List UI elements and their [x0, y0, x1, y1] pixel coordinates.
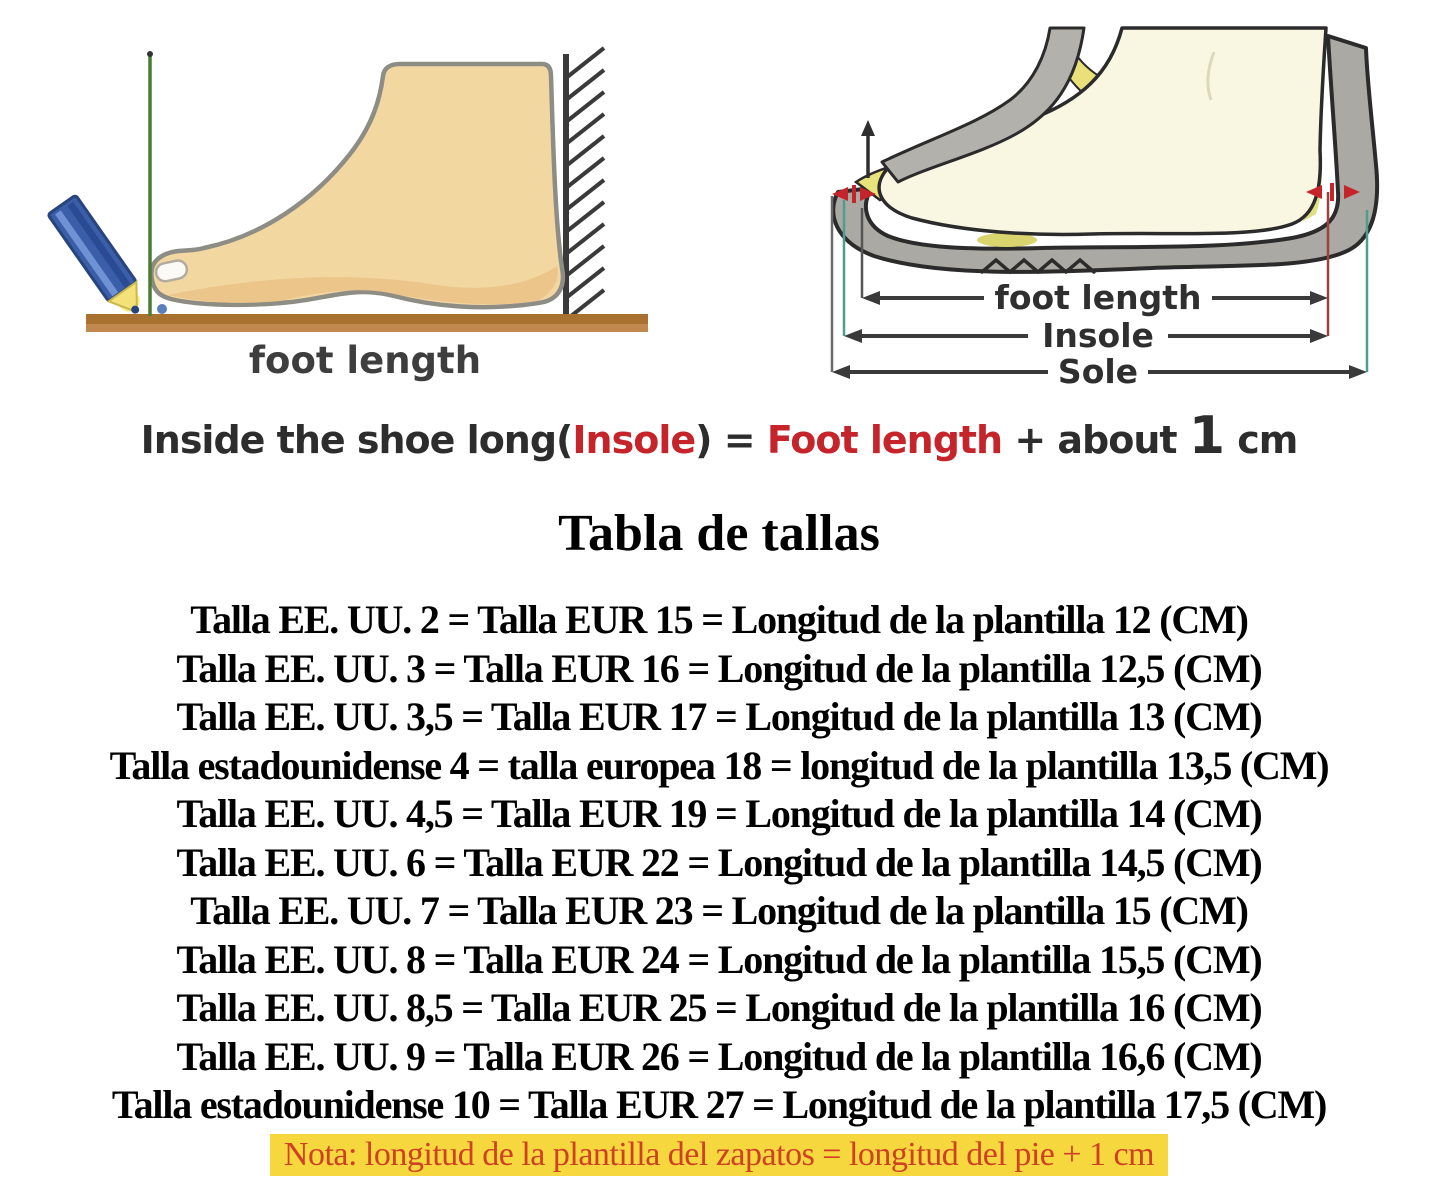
guide-line-tip: [147, 51, 153, 57]
foot-shape: [149, 61, 566, 310]
shoe-insole-label: Insole: [1042, 316, 1154, 355]
measure-rows: [832, 291, 1367, 379]
shoe-cross-section-diagram: foot length Insole Sole: [830, 26, 1380, 391]
size-table: Talla EE. UU. 2 = Talla EUR 15 = Longitu…: [0, 596, 1438, 1130]
size-row: Talla EE. UU. 8,5 = Talla EUR 25 = Longi…: [176, 985, 1262, 1030]
instep-band: [880, 26, 1086, 184]
toe-measure-marks: [832, 185, 876, 203]
size-row: Talla EE. UU. 3,5 = Talla EUR 17 = Longi…: [176, 694, 1262, 739]
size-row: Talla EE. UU. 6 = Talla EUR 22 = Longitu…: [176, 839, 1262, 885]
floor: [86, 314, 648, 332]
size-row: Talla EE. UU. 8 = Talla EUR 24 = Longitu…: [176, 936, 1262, 982]
shoe-foot-length-label: foot length: [994, 278, 1201, 317]
size-row: Talla EE. UU. 3 = Talla EUR 16 = Longitu…: [176, 645, 1262, 691]
shoe-sole-label: Sole: [1058, 352, 1138, 391]
note-row: Nota: longitud de la plantilla del zapat…: [0, 1133, 1438, 1176]
ankle-crease: [1206, 51, 1216, 101]
toenail: [154, 259, 189, 283]
formula-equals: ) =: [695, 418, 767, 462]
insole-formula-line: Inside the shoe long(Insole) = Foot leng…: [0, 408, 1438, 468]
formula-plus-about: + about: [1002, 418, 1189, 462]
size-row: Talla estadounidense 10 = Talla EUR 27 =…: [111, 1082, 1328, 1127]
insole-midfoot: [977, 233, 1037, 247]
size-row: Talla EE. UU. 2 = Talla EUR 15 = Longitu…: [190, 597, 1249, 642]
formula-prefix: Inside the shoe long(: [140, 418, 574, 462]
wall-hatch: [564, 46, 606, 322]
shoe-sole-shape: [831, 34, 1380, 274]
pencil-icon: [47, 194, 140, 314]
formula-insole: Insole: [572, 418, 696, 462]
measure-foot-diagram: foot length: [47, 46, 648, 382]
size-row: Talla EE. UU. 4,5 = Talla EUR 19 = Longi…: [176, 791, 1262, 836]
formula-cm: cm: [1225, 418, 1298, 462]
foot-in-shoe-shape: [877, 26, 1328, 237]
sole-tread-zigzag: [980, 257, 1096, 275]
toe-up-arrow: [861, 120, 875, 178]
size-row: Talla estadounidense 4 = talla europea 1…: [109, 742, 1330, 788]
size-row: Talla EE. UU. 9 = Talla EUR 26 = Longitu…: [176, 1033, 1262, 1079]
foot-arch-shade: [168, 266, 558, 305]
page-title: Tabla de tallas: [558, 505, 880, 562]
size-note: Nota: longitud de la plantilla del zapat…: [269, 1133, 1169, 1176]
formula-foot-length: Foot length: [766, 418, 1003, 462]
bracket-lines: [830, 192, 1369, 372]
formula-one: 1: [1188, 406, 1225, 466]
diagram-section: foot length: [0, 0, 1438, 404]
foot-length-caption: foot length: [249, 339, 481, 382]
size-row: Talla EE. UU. 7 = Talla EUR 23 = Longitu…: [190, 888, 1249, 933]
heel-measure-marks: [1306, 183, 1360, 201]
pencil-mark-dot: [157, 304, 167, 314]
